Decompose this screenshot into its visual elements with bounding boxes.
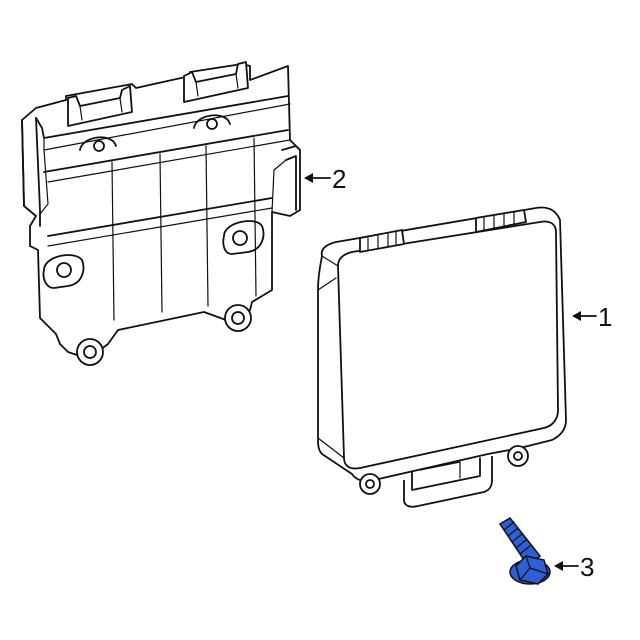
- callout-2-label: 2: [332, 164, 346, 194]
- callout-1: 1: [572, 302, 612, 332]
- callout-1-label: 1: [598, 302, 612, 332]
- callout-3-label: 3: [580, 552, 594, 582]
- bolt: [498, 517, 551, 585]
- control-module: [317, 206, 567, 508]
- callout-3: 3: [554, 552, 594, 582]
- callout-2: 2: [304, 164, 346, 194]
- mounting-bracket: [21, 61, 301, 366]
